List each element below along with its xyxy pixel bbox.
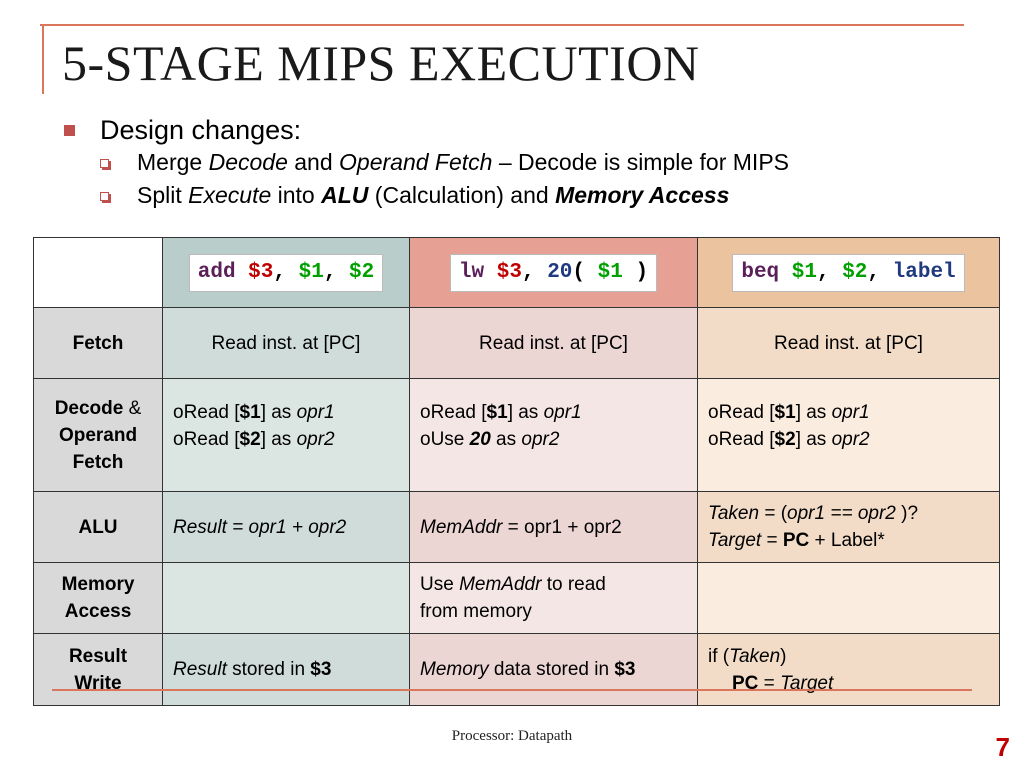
- left-accent-line: [42, 24, 44, 94]
- table-row: Decode & Operand Fetch oRead [$1] as opr…: [33, 378, 1000, 492]
- result-add-cell: Result stored in $3: [162, 633, 410, 706]
- add-instruction-code: add $3, $1, $2: [189, 254, 383, 291]
- square-bullet-icon: [64, 125, 75, 136]
- lw-instruction-code: lw $3, 20( $1 ): [450, 254, 657, 291]
- slide-title: 5-STAGE MIPS EXECUTION: [62, 35, 700, 91]
- header-lw: lw $3, 20( $1 ): [409, 237, 698, 308]
- hollow-square-bullet-icon: [100, 192, 109, 201]
- hollow-square-bullet-icon: [100, 159, 109, 168]
- result-lw-cell: Memory data stored in $3: [409, 633, 698, 706]
- sub-bullet-split: Split Execute into ALU (Calculation) and…: [62, 179, 789, 212]
- slide-footer: Processor: Datapath: [451, 728, 573, 744]
- empty-corner-cell: [33, 237, 163, 308]
- fetch-beq-cell: Read inst. at [PC]: [697, 307, 1000, 379]
- fetch-lw-cell: Read inst. at [PC]: [409, 307, 698, 379]
- page-number: 7: [995, 732, 1010, 762]
- bullet-list: Design changes: Merge Decode and Operand…: [62, 114, 789, 212]
- alu-beq-cell: Taken = (opr1 == opr2 )? Target = PC + L…: [697, 491, 1000, 563]
- header-add: add $3, $1, $2: [162, 237, 410, 308]
- result-beq-cell: if (Taken) PC = Target: [697, 633, 1000, 706]
- beq-instruction-code: beq $1, $2, label: [733, 254, 964, 291]
- bottom-divider-line: [52, 689, 972, 691]
- decode-add-cell: oRead [$1] as opr1 oRead [$2] as opr2: [162, 378, 410, 492]
- instruction-header-row: add $3, $1, $2 lw $3, 20( $1 ) beq $1, $…: [33, 237, 1000, 308]
- alu-add-cell: Result = opr1 + opr2: [162, 491, 410, 563]
- decode-lw-cell: oRead [$1] as opr1 oUse 20 as opr2: [409, 378, 698, 492]
- bullet-design-changes: Design changes:: [62, 114, 789, 146]
- top-divider-line: [40, 24, 964, 26]
- table-row: ALU Result = opr1 + opr2 MemAddr = opr1 …: [33, 491, 1000, 563]
- mem-beq-cell: [697, 562, 1000, 634]
- mem-add-cell: [162, 562, 410, 634]
- alu-lw-cell: MemAddr = opr1 + opr2: [409, 491, 698, 563]
- fetch-add-cell: Read inst. at [PC]: [162, 307, 410, 379]
- stage-alu: ALU: [33, 491, 163, 563]
- stage-decode-operand-fetch: Decode & Operand Fetch: [33, 378, 163, 492]
- header-beq: beq $1, $2, label: [697, 237, 1000, 308]
- sub-bullet-merge: Merge Decode and Operand Fetch – Decode …: [62, 146, 789, 179]
- mem-lw-cell: Use MemAddr to read from memory: [409, 562, 698, 634]
- bullet-text: Design changes:: [100, 115, 302, 145]
- stage-fetch: Fetch: [33, 307, 163, 379]
- table-row: Fetch Read inst. at [PC] Read inst. at […: [33, 307, 1000, 379]
- pipeline-stage-table: add $3, $1, $2 lw $3, 20( $1 ) beq $1, $…: [33, 237, 1000, 706]
- decode-beq-cell: oRead [$1] as opr1 oRead [$2] as opr2: [697, 378, 1000, 492]
